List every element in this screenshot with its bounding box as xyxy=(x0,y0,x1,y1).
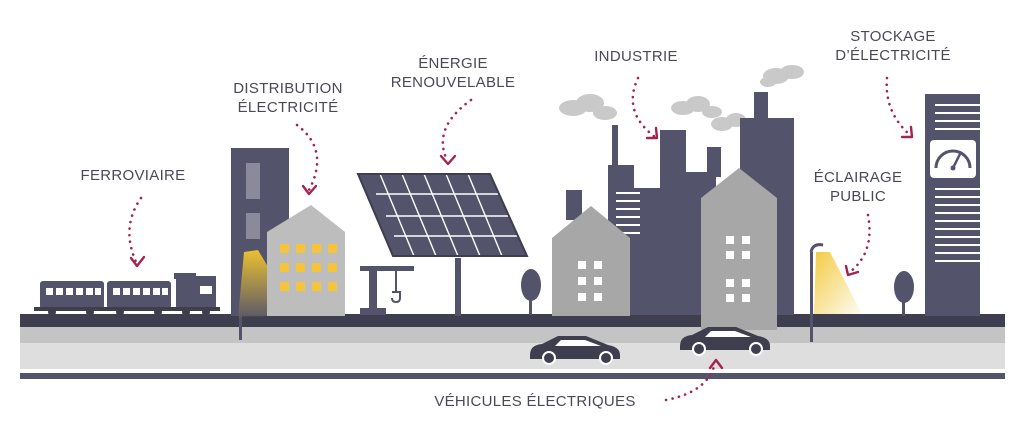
arrows xyxy=(128,76,914,402)
tree-icon xyxy=(894,271,914,316)
label-industrie: INDUSTRIE xyxy=(594,48,678,65)
street-lamp-icon xyxy=(809,243,862,342)
solar-panel-icon xyxy=(356,173,529,316)
distribution-buildings xyxy=(231,148,345,340)
label-eclairage-line1: ÉCLAIRAGE xyxy=(814,169,903,186)
label-stockage-line2: D’ÉLECTRICITÉ xyxy=(835,47,951,64)
label-energie-line2: RENOUVELABLE xyxy=(391,74,515,91)
storage-tower xyxy=(925,94,980,316)
label-stockage-line1: STOCKAGE xyxy=(850,28,935,45)
car-icon xyxy=(530,336,620,365)
label-energie-line1: ÉNERGIE xyxy=(418,55,488,72)
crane-icon xyxy=(360,266,414,315)
house-right xyxy=(701,168,777,330)
label-distribution-line2: ÉLECTRICITÉ xyxy=(238,99,339,116)
ground xyxy=(20,314,1005,379)
tree-icon xyxy=(521,269,541,315)
car-icon xyxy=(680,327,770,356)
label-vehicules: VÉHICULES ÉLECTRIQUES xyxy=(434,393,635,410)
label-eclairage-line2: PUBLIC xyxy=(830,188,886,205)
train-icon xyxy=(34,273,220,316)
house-left xyxy=(552,206,630,316)
label-ferroviaire: FERROVIAIRE xyxy=(81,167,186,184)
label-distribution-line1: DISTRIBUTION xyxy=(233,80,342,97)
gauge-icon xyxy=(930,140,976,178)
